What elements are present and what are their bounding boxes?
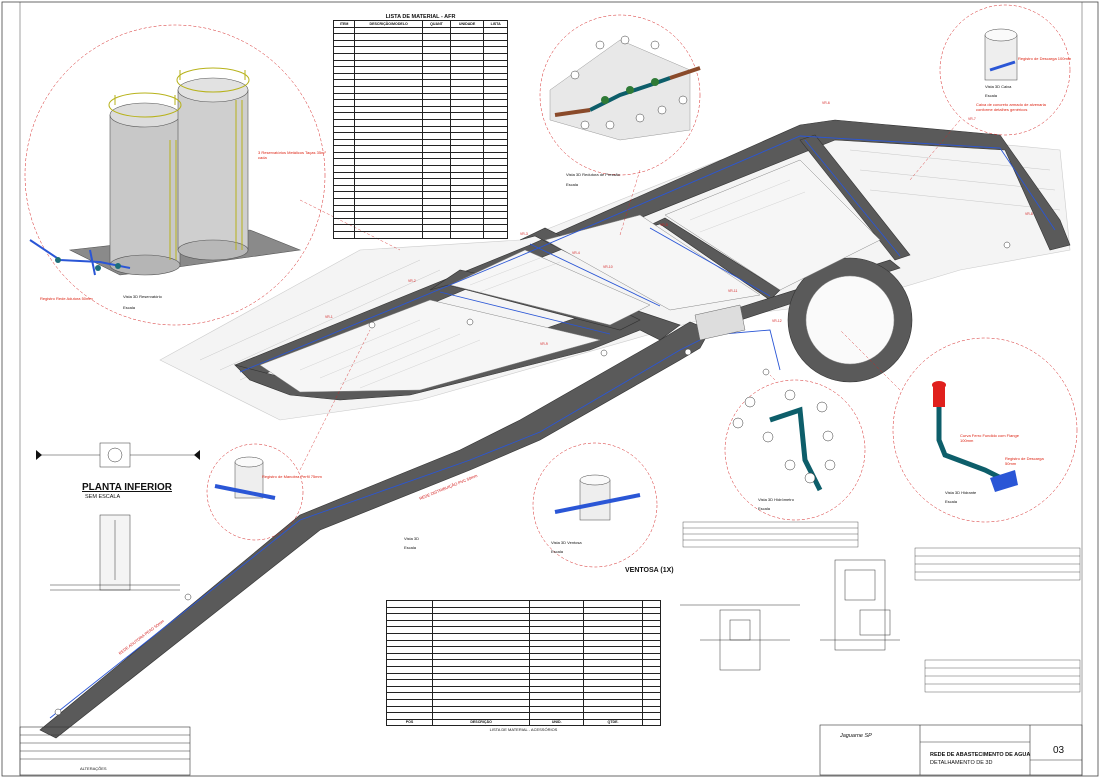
svg-text:VR-12: VR-12 [772,319,782,323]
svg-text:VR-11: VR-11 [728,289,737,293]
col-desc: DESCRIÇÃO/MODELO [354,20,424,28]
footer-desc: DESCRIÇÃO [432,718,531,727]
company-logo: Jaguarne SP [840,733,872,739]
svg-text:VR-3: VR-3 [520,232,528,236]
footer-unit: UNID. [529,718,585,727]
svg-text:VR-7: VR-7 [968,117,976,121]
plan-scale: SEM ESCALA [85,494,121,500]
caption-ventosa-scale: Escala [551,549,564,554]
caption-hydrant: Vista 3D Hidrante [945,490,977,495]
caption-valve-box-scale: Escala [985,93,998,98]
svg-text:VR-1: VR-1 [325,315,333,319]
svg-text:VR-9: VR-9 [540,342,548,346]
ventosa-title: VENTOSA (1X) [625,567,674,574]
caption-reservoir: Vista 3D Reservatório [123,294,162,299]
footer-qty: QTDE. [583,718,643,727]
sheet-number: 03 [1053,745,1065,756]
project-subtitle: DETALHAMENTO DE 3D [930,760,993,766]
bottom-table-title: LISTA DE MATERIAL - ACESSÓRIOS [489,727,558,733]
caption-ventosa: Vista 3D Ventosa [551,540,582,545]
svg-text:VR-8: VR-8 [1025,212,1033,216]
project-title: REDE DE ABASTECIMENTO DE AGUA [930,752,1031,758]
material-list-top: LISTA DE MATERIAL - AFR ITEM DESCRIÇÃO/M… [332,14,508,239]
caption-reservoir-scale: Escala [123,305,136,310]
plan-title: PLANTA INFERIOR [82,482,172,493]
svg-text:VR-6: VR-6 [822,101,830,105]
note-tanks: 3 Reservatórios Metálicos Taças 35m³ cad… [258,150,326,160]
caption-pressure-reg-scale: Escala [566,182,579,187]
footer-pos: POS [385,718,434,727]
material-list-bottom: POS DESCRIÇÃO UNID. QTDE. LISTA DE MATER… [385,600,662,733]
svg-text:VR-5: VR-5 [660,223,668,227]
caption-hydrant-scale: Escala [945,499,958,504]
col-qty: QUANT [422,20,451,28]
caption-valve-box: Vista 3D Caixa [985,84,1012,89]
col-unit: UNIDADE [449,20,485,28]
alterations-label: ALTERAÇÕES [80,766,107,771]
note-box: Caixa de concreto armado de alvenaria co… [976,102,1046,112]
note-hydrant-curve: Curva Ferro Fundido com Flange 100mm [960,433,1019,443]
caption-main-scale: Escala [404,545,417,550]
svg-text:VR-2: VR-2 [408,279,416,283]
svg-text:VR-4: VR-4 [572,251,580,255]
svg-text:VR-10: VR-10 [603,265,613,269]
col-item: ITEM [332,20,356,28]
caption-pipe-detail: Vista 3D Hidrômetro [758,497,794,502]
note-feed-line: Registro Rede Adutora 50mm [40,296,93,301]
caption-pressure-reg: Vista 3D Redutora de Pressão [566,172,620,177]
top-table-title: LISTA DE MATERIAL - AFR [385,14,456,20]
note-reg-manobra: Registro de Manobra Perfil 75mm [262,474,322,479]
note-reg-descarga: Registro de Descarga 100mm [1018,56,1072,61]
caption-pipe-detail-scale: Escala [758,506,771,511]
caption-main-view: Vista 3D [404,536,420,541]
note-hydrant-reg: Registro de Descarga 50mm [1005,456,1044,466]
col-list: LISTA [483,20,508,28]
